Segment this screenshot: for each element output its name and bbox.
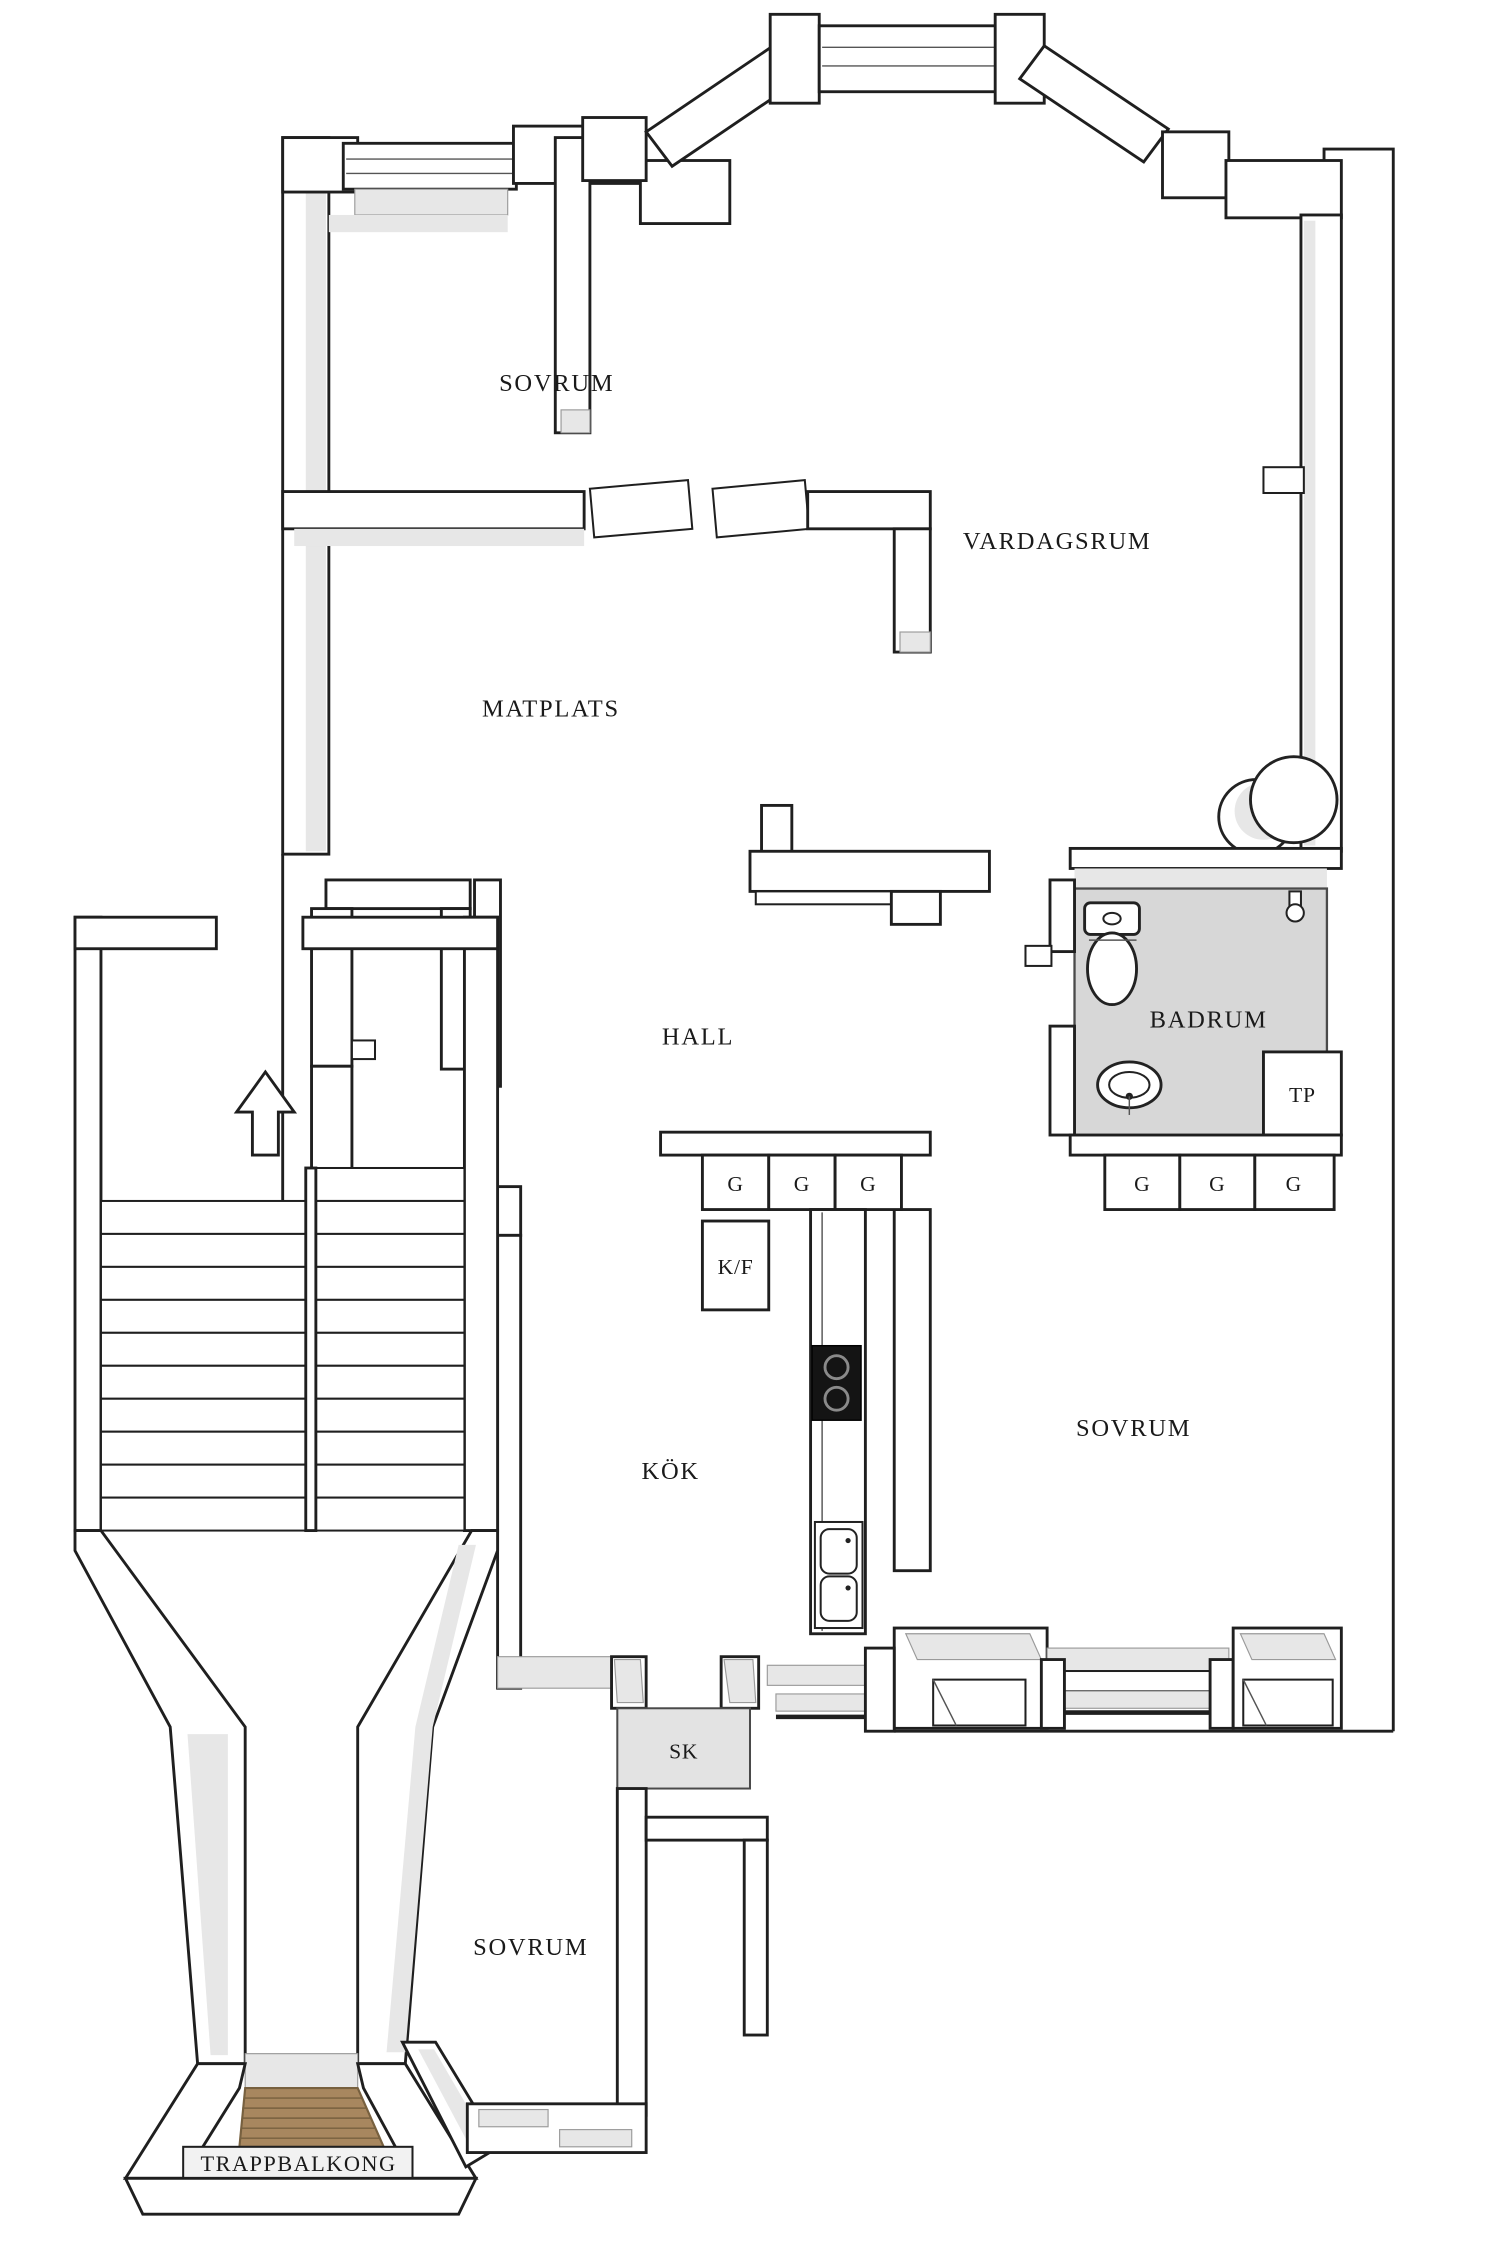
label-sk: SK bbox=[669, 1740, 698, 1764]
room-label-sovrum-top: SOVRUM bbox=[499, 370, 614, 397]
wardrobe-label: G bbox=[794, 1172, 810, 1196]
room-label-vardagsrum: VARDAGSRUM bbox=[963, 528, 1152, 555]
wardrobe-label: G bbox=[1134, 1172, 1150, 1196]
room-label-sovrum-bottom: SOVRUM bbox=[473, 1934, 588, 1961]
walls-upper-left bbox=[281, 124, 932, 856]
labels: SOVRUM VARDAGSRUM MATPLATS HALL BADRUM T… bbox=[201, 370, 1316, 2176]
room-label-kok: KÖK bbox=[642, 1458, 700, 1485]
bathroom bbox=[1024, 868, 1343, 1157]
washbasin-icon bbox=[1096, 1060, 1163, 1115]
wardrobe-label: G bbox=[727, 1172, 743, 1196]
kitchen-sink-icon bbox=[813, 1520, 864, 1630]
fridge-freezer bbox=[700, 1219, 771, 1312]
room-label-trappbalkong: TRAPPBALKONG bbox=[201, 2151, 397, 2176]
label-kf: K/F bbox=[718, 1255, 754, 1279]
toilet-icon bbox=[1083, 901, 1141, 1007]
room-label-badrum: BADRUM bbox=[1150, 1007, 1268, 1034]
window bbox=[932, 1678, 1027, 1727]
hall-partition bbox=[748, 803, 991, 926]
kitchen bbox=[478, 1130, 932, 1690]
stair-balcony bbox=[73, 1529, 500, 2216]
stair-treads-left bbox=[99, 1199, 307, 1532]
window bbox=[1242, 1678, 1334, 1727]
room-label-hall: HALL bbox=[662, 1024, 734, 1051]
sk-closet-area bbox=[497, 1646, 896, 2117]
direction-arrow-icon bbox=[233, 1069, 298, 1157]
bedroom-bottom-walls bbox=[400, 2040, 648, 2169]
stove-icon bbox=[811, 1344, 862, 1421]
walls-right bbox=[1068, 213, 1343, 870]
faucet-icon bbox=[1285, 890, 1305, 923]
door-leaf bbox=[588, 479, 694, 539]
window-sovrum-top bbox=[341, 141, 518, 216]
label-tp: TP bbox=[1289, 1083, 1316, 1107]
staircase bbox=[73, 915, 500, 1533]
wardrobe-label: G bbox=[1286, 1172, 1302, 1196]
stair-stringer bbox=[304, 1166, 318, 1533]
wardrobe-label: G bbox=[1209, 1172, 1225, 1196]
bedroom-right bbox=[892, 1208, 1394, 1733]
door-leaf bbox=[1024, 944, 1053, 967]
wardrobes-kitchen bbox=[700, 1153, 903, 1211]
bay-window-vardagsrum bbox=[581, 12, 1395, 1732]
window bbox=[766, 1646, 896, 1733]
room-label-matplats: MATPLATS bbox=[482, 696, 620, 723]
stair-treads-right bbox=[314, 1166, 466, 1532]
sk-floor bbox=[616, 1707, 752, 1790]
door-leaf bbox=[711, 479, 811, 539]
wardrobe-label: G bbox=[860, 1172, 876, 1196]
wardrobes-bedroom bbox=[1103, 1153, 1336, 1211]
room-label-sovrum-right: SOVRUM bbox=[1076, 1415, 1191, 1442]
